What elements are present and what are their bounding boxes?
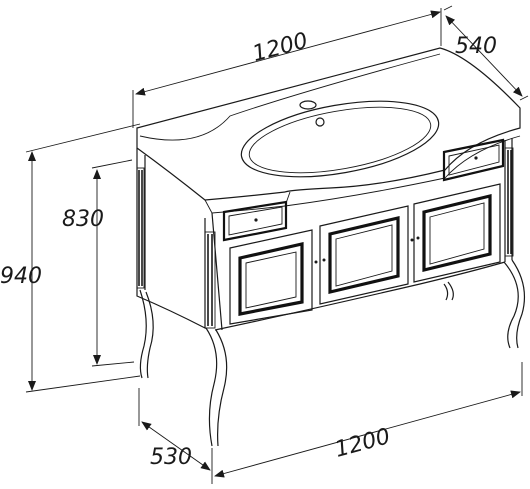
- dimension-label-top-depth: 540: [455, 34, 497, 59]
- leg-front-right: [503, 259, 525, 349]
- cabinet-body: [136, 138, 513, 331]
- door-knobs: [314, 236, 420, 264]
- dimension-top-width: [132, 8, 442, 128]
- dimension-body-height: [91, 159, 135, 367]
- dimension-label-base-width: 1200: [332, 424, 393, 463]
- dimension-total-height: [25, 123, 141, 393]
- dimension-label-base-depth: 530: [150, 445, 192, 470]
- fluted-post-front: [204, 231, 216, 329]
- dimension-base-depth: [138, 388, 213, 484]
- leg-back-right: [443, 281, 454, 301]
- leg-back-left: [139, 289, 154, 379]
- leg-front-left: [205, 327, 228, 447]
- dimension-base-width: [214, 362, 523, 478]
- dimension-label-body-height: 830: [62, 207, 104, 232]
- door-right: [413, 183, 501, 283]
- washbasin-top: [136, 47, 521, 214]
- fluted-post-right: [504, 147, 514, 257]
- drawer-right: [442, 138, 505, 182]
- dimension-top-depth: [443, 5, 529, 101]
- door-center: [319, 205, 409, 305]
- door-left: [229, 229, 313, 325]
- dimension-label-total-height: 940: [0, 264, 42, 289]
- fluted-post-left: [136, 167, 145, 289]
- drawer-left: [222, 200, 288, 242]
- dimension-label-top-width: 1200: [250, 28, 311, 67]
